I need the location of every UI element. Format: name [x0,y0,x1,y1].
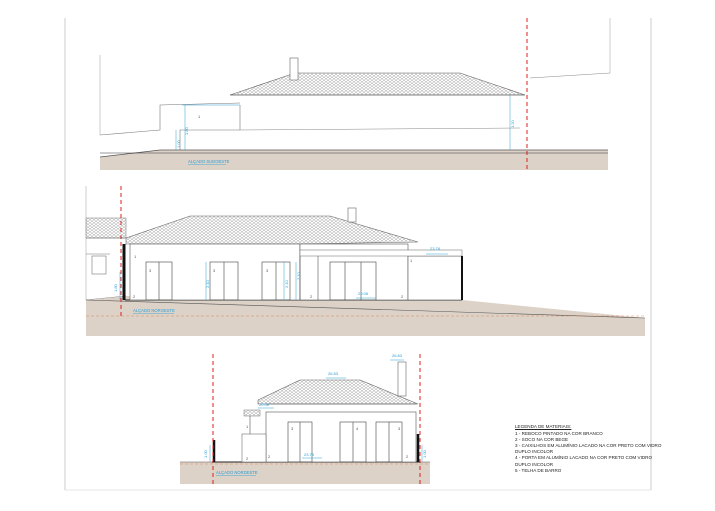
legend-item: 3 - CAIXILHOS EM ALUMÍNIO LACADO NA COR … [515,443,662,455]
dim-left-wall-ne: 1.00 [203,449,208,458]
house-wall-nw [129,243,301,301]
dim-eave-ne: 20.08 [259,402,270,407]
legend-item: 2 - SOCO NA COR BEGE [515,437,569,443]
tag-ne-6: 2 [268,454,271,459]
tag-ne-2: 3 [291,426,294,431]
tag-ne-5: 2 [246,456,249,461]
title-southwest: ALÇADO SUDOESTE [188,159,230,164]
dim-h3-nw: 2.10 [296,271,301,280]
tag-nw-1: 1 [134,254,137,259]
roof-northwest [125,215,419,245]
tag-nw-7: 2 [401,294,404,299]
tag-nw-3: 3 [213,268,216,273]
roof-northeast [257,379,419,405]
legend-title: LEGENDA DE MATERIAIS: [515,424,572,429]
dim-h2-nw: 2.10 [284,279,289,288]
tag-nw-5: 2 [133,294,136,299]
dim-top-level-nw: 23.78 [430,246,441,251]
tag-ne-4: 3 [398,426,401,431]
tag-sw: 1 [198,114,201,119]
tag-nw-4: 3 [266,268,269,273]
legend-item: 1 - REBOCO PINTADO NA COR BRANCO [515,431,603,437]
dim-right-sw: 1.20 [510,119,515,128]
roof-southwest [229,72,526,96]
legend-item: 5 - TELHA DE BARRO [515,467,562,473]
dim-floor-level-nw: 20.08 [358,291,369,296]
dim-left-wall-nw: 1.80 [113,283,118,292]
tag-ne-1: 1 [246,424,249,429]
dim-step-sw: 1.00 [176,139,181,148]
dim-wall-sw: 1.80 [184,126,189,135]
house-wall-ne [265,411,417,463]
tag-nw-2: 3 [149,268,152,273]
legend-item: 4 - PORTA EM ALUMÍNIO LACADO NA COR PRET… [515,455,653,467]
elevation-northeast: 26.83 26.83 20.08 23.78 1.00 1.00 1 3 4 … [180,353,430,484]
title-northwest: ALÇADO NOROESTE [133,308,175,313]
dim-ridge-ne: 26.83 [392,353,403,358]
tag-nw-8: 1 [410,258,413,263]
chimney [289,57,299,81]
elevation-northwest: 23.78 20.08 2.10 2.10 2.10 1.80 1 3 3 3 … [85,186,646,336]
dim-floor-ne: 23.78 [304,452,315,457]
tag-ne-7: 2 [406,454,409,459]
dim-h1-nw: 2.10 [205,279,210,288]
materials-legend: LEGENDA DE MATERIAIS: 1 - REBOCO PINTADO… [515,424,665,474]
tag-ne-3: 4 [356,426,359,431]
elevation-southwest: 1.80 1.00 1.20 1 ALÇADO SUDOESTE [99,18,611,172]
dim-roof-ne: 26.83 [328,371,339,376]
tag-nw-6: 2 [310,294,313,299]
dim-right-wall-ne: 1.00 [422,449,427,458]
title-northeast: ALÇADO NORDESTE [216,470,258,475]
